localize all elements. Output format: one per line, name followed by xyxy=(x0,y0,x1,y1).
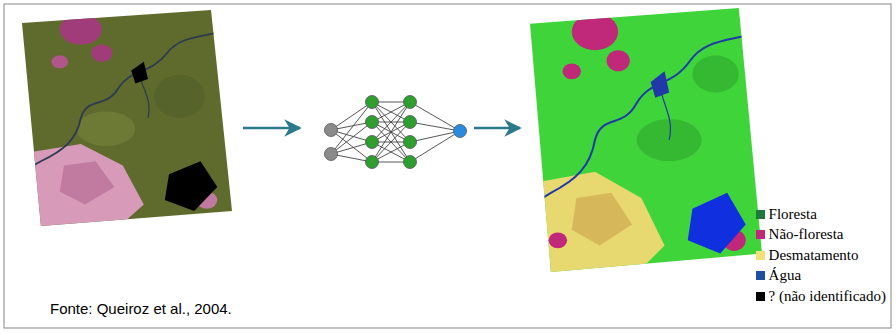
legend-item: Água xyxy=(756,266,886,287)
network-neuron xyxy=(404,96,417,109)
network-link xyxy=(410,131,460,142)
legend-item: Floresta xyxy=(756,204,886,225)
legend-swatch xyxy=(756,292,765,301)
network-neuron xyxy=(404,116,417,129)
flow-arrow xyxy=(243,127,300,130)
network-neuron xyxy=(404,136,417,149)
network-link xyxy=(410,131,460,162)
network-neuron xyxy=(366,96,379,109)
network-link xyxy=(410,102,460,131)
legend-item: ? (não identificado) xyxy=(756,286,886,307)
legend-swatch xyxy=(756,230,765,239)
classified-image xyxy=(518,0,773,285)
network-link xyxy=(331,122,372,154)
legend-item: Não-floresta xyxy=(756,225,886,246)
network-neuron xyxy=(404,156,417,169)
network-link xyxy=(372,102,410,162)
network-neuron xyxy=(454,125,467,138)
legend-swatch xyxy=(756,210,765,219)
legend-swatch xyxy=(756,251,765,260)
legend-label: Floresta xyxy=(769,206,817,223)
legend-label: Desmatamento xyxy=(769,247,859,264)
legend-swatch xyxy=(756,271,765,280)
legend-label: ? (não identificado) xyxy=(769,288,886,305)
legend: FlorestaNão-florestaDesmatamentoÁgua ? (n… xyxy=(756,204,886,307)
network-neuron xyxy=(325,148,338,161)
network-neuron xyxy=(366,136,379,149)
satellite-image xyxy=(12,0,243,237)
network-neuron xyxy=(325,124,338,137)
legend-label: Não-floresta xyxy=(769,226,844,243)
network-neuron xyxy=(366,156,379,169)
legend-item: Desmatamento xyxy=(756,245,886,266)
network-link xyxy=(410,122,460,131)
legend-label: Água xyxy=(769,267,802,284)
neural-network-icon xyxy=(325,96,467,169)
flow-arrow xyxy=(474,127,520,130)
network-link xyxy=(331,102,372,130)
network-neuron xyxy=(366,116,379,129)
source-note: Fonte: Queiroz et al., 2004. xyxy=(50,300,232,317)
network-link xyxy=(372,102,410,162)
